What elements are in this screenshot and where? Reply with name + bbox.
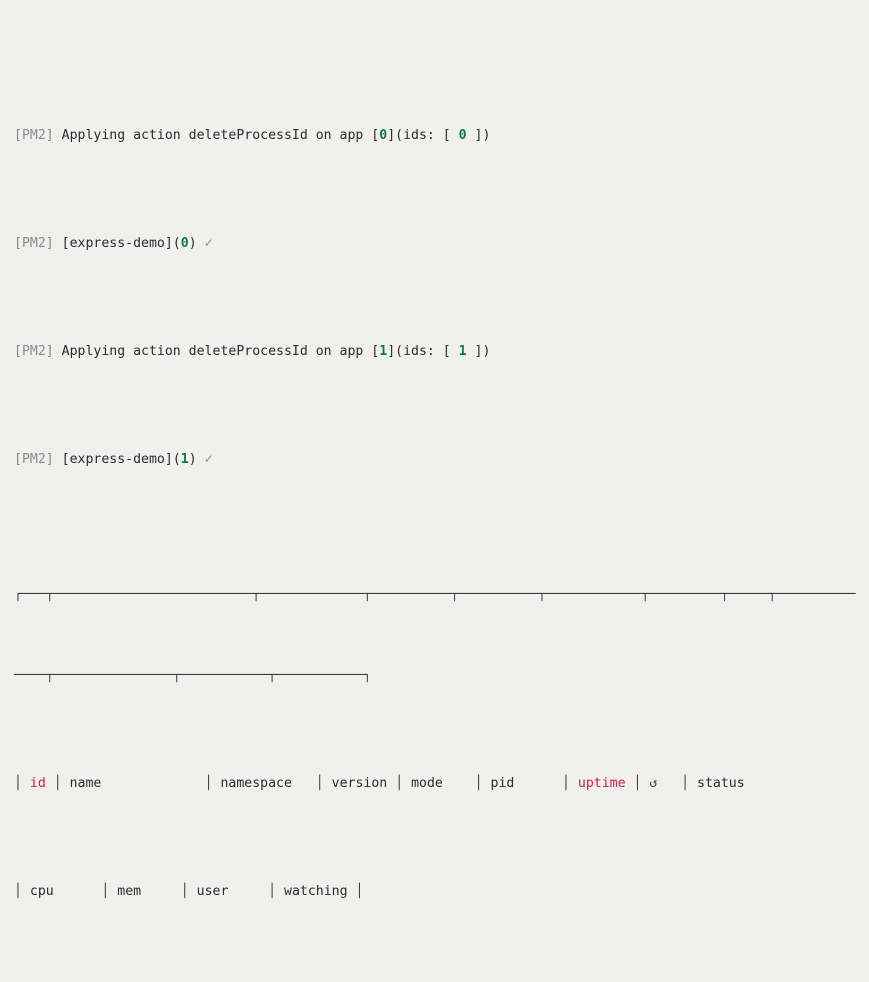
- log-text: [express-demo](: [53, 452, 181, 467]
- cell-sep: │: [633, 776, 650, 791]
- log-text-mid: ](ids: [: [387, 128, 459, 143]
- header-version: version: [331, 776, 388, 791]
- restart-icon: ↺: [649, 776, 658, 791]
- header-mem: mem: [117, 884, 142, 899]
- app-index: 0: [180, 236, 189, 251]
- header-uptime: uptime: [577, 776, 626, 791]
- header-cpu: cpu: [29, 884, 54, 899]
- pad: [387, 776, 395, 791]
- pad: [514, 776, 562, 791]
- log-text-end: ): [188, 236, 205, 251]
- table-header-row-secondary: │ cpu │ mem │ user │ watching │: [14, 878, 869, 905]
- pad: [657, 776, 681, 791]
- pm2-prefix: [PM2]: [14, 128, 54, 143]
- cell-sep: │: [474, 776, 491, 791]
- cell-sep: │: [204, 776, 221, 791]
- header-watching: watching: [284, 884, 348, 899]
- check-icon: ✓: [204, 236, 213, 251]
- log-line-delete-1: [PM2] Applying action deleteProcessId on…: [14, 338, 869, 365]
- cell-sep: │: [395, 776, 412, 791]
- log-text: [express-demo](: [53, 236, 181, 251]
- log-text-mid: ](ids: [: [387, 344, 459, 359]
- header-user: user: [196, 884, 229, 899]
- pm2-prefix: [PM2]: [14, 236, 54, 251]
- cell-sep: │: [681, 776, 698, 791]
- app-index: 0: [379, 128, 388, 143]
- table-header-row-primary: │ id │ name │ namespace │ version │ mode…: [14, 770, 869, 797]
- pad: [626, 776, 634, 791]
- app-index: 1: [379, 344, 388, 359]
- app-index: 1: [180, 452, 189, 467]
- cell-sep: │: [180, 884, 197, 899]
- log-text-end: ]): [466, 128, 491, 143]
- header-name: name: [69, 776, 102, 791]
- log-text: Applying action deleteProcessId on app [: [53, 128, 380, 143]
- pad: [54, 884, 102, 899]
- table-top-border-wrap: ────┬───────────────┬───────────┬───────…: [14, 668, 372, 683]
- cell-sep: │: [355, 884, 364, 899]
- pad: [292, 776, 316, 791]
- pad: [141, 884, 181, 899]
- header-namespace: namespace: [220, 776, 292, 791]
- log-line-delete-0: [PM2] Applying action deleteProcessId on…: [14, 122, 869, 149]
- app-id: 1: [458, 344, 467, 359]
- log-line-result-0: [PM2] [express-demo](0) ✓: [14, 230, 869, 257]
- header-id: id: [29, 776, 46, 791]
- cell-sep: │: [14, 884, 30, 899]
- check-icon: ✓: [204, 452, 213, 467]
- log-text-end: ): [188, 452, 205, 467]
- cell-sep: │: [45, 776, 70, 791]
- cell-sep: │: [315, 776, 332, 791]
- pad: [101, 776, 204, 791]
- header-pid: pid: [490, 776, 515, 791]
- app-id: 0: [458, 128, 467, 143]
- pad: [228, 884, 268, 899]
- pad: [443, 776, 475, 791]
- pm2-prefix: [PM2]: [14, 452, 54, 467]
- log-line-result-1: [PM2] [express-demo](1) ✓: [14, 446, 869, 473]
- cell-sep: │: [268, 884, 285, 899]
- pad: [348, 884, 356, 899]
- log-text: Applying action deleteProcessId on app [: [53, 344, 380, 359]
- pm2-prefix: [PM2]: [14, 344, 54, 359]
- log-text-end: ]): [466, 344, 491, 359]
- cell-sep: │: [14, 776, 30, 791]
- header-mode: mode: [411, 776, 443, 791]
- cell-sep: │: [561, 776, 578, 791]
- cell-sep: │: [101, 884, 118, 899]
- header-status: status: [697, 776, 745, 791]
- table-top-border: ┌───┬─────────────────────────┬─────────…: [14, 587, 856, 602]
